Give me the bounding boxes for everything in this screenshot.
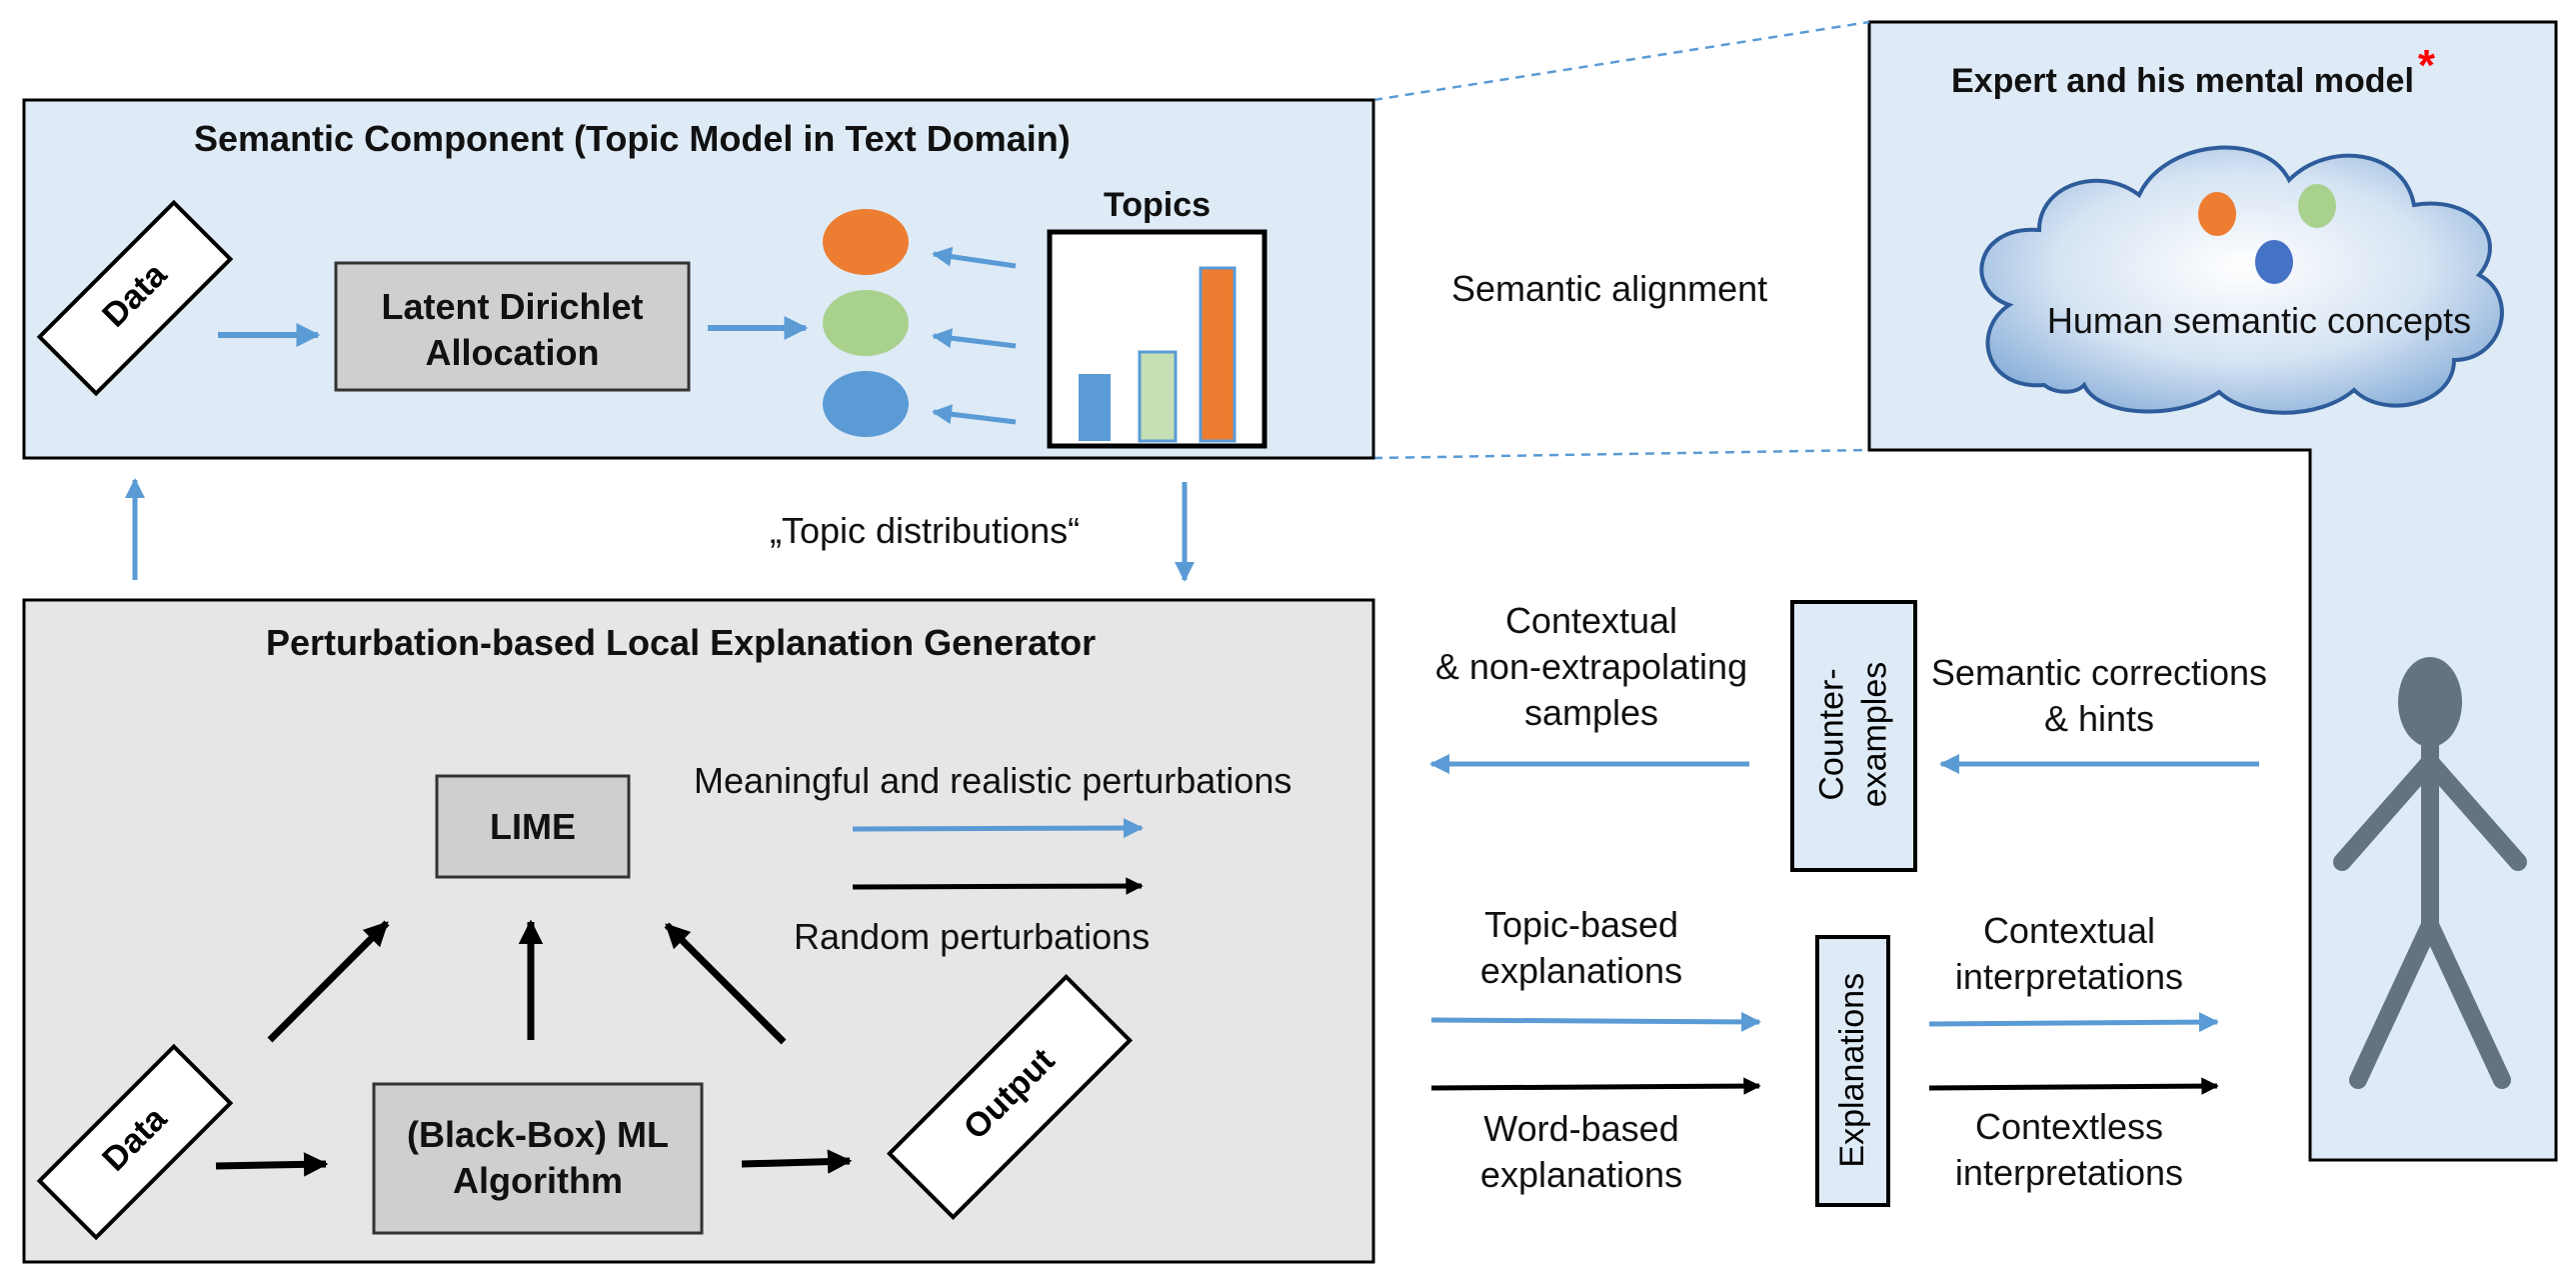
meaningful-perturbations-label: Meaningful and realistic perturbations <box>694 760 1292 801</box>
counter-examples-line1: Counter- <box>1812 668 1851 801</box>
expert-asterisk: * <box>2417 41 2436 90</box>
word-based-line2: explanations <box>1479 1154 1683 1196</box>
contextual-samples-line3: samples <box>1523 692 1659 734</box>
stick-figure <box>2333 657 2527 1089</box>
topic-distributions-label: „Topic distributions“ <box>770 510 1081 551</box>
contextless-interp-line1: Contextless <box>1974 1106 2164 1147</box>
arrow-contextless-interpretations <box>1928 1077 2219 1095</box>
lda-label-line1: Latent Dirichlet <box>381 286 644 327</box>
arrow-ml-to-output <box>741 1149 853 1174</box>
arrow-topics-to-green <box>932 328 1017 349</box>
semantic-corrections-line1: Semantic corrections <box>1930 652 2268 693</box>
legend-meaningful-arrow <box>852 818 1144 839</box>
lime-label: LIME <box>490 806 576 847</box>
ml-label-line2: Algorithm <box>453 1160 623 1202</box>
arrow-data-to-lime <box>267 920 390 1043</box>
zoom-line-bottom <box>1372 448 1870 460</box>
topics-bar-orange <box>1199 266 1237 443</box>
contextual-interp-line2: interpretations <box>1954 956 2184 998</box>
semantic-corrections-line2: & hints <box>2043 698 2155 740</box>
lda-label-line2: Allocation <box>425 332 600 374</box>
cloud-label: Human semantic concepts <box>2046 300 2472 341</box>
lda-box <box>334 261 691 392</box>
arrow-word-explanations <box>1430 1077 1761 1095</box>
ml-label-line1: (Black-Box) ML <box>406 1114 670 1155</box>
lime-box <box>435 774 631 879</box>
arrow-topics-to-blue <box>932 404 1017 425</box>
arrow-topic-explanations <box>1430 1011 1761 1032</box>
semantic-corrections-label: Semantic corrections & hints <box>1919 650 2279 742</box>
generator-title: Perturbation-based Local Explanation Gen… <box>266 622 1097 663</box>
counter-examples-box <box>1790 600 1917 872</box>
contextless-interp-line2: interpretations <box>1954 1152 2184 1194</box>
arrow-contextual-interpretations <box>1928 1012 2219 1033</box>
cloud-shape <box>1979 145 2504 415</box>
topic-based-line2: explanations <box>1479 950 1683 992</box>
topic-based-line1: Topic-based <box>1483 904 1679 945</box>
topics-bar-blue <box>1079 374 1111 441</box>
concept-ellipse-orange <box>2198 192 2236 236</box>
expert-title-text: Expert and his mental model <box>1951 62 2414 100</box>
counter-examples-line2: examples <box>1855 661 1893 808</box>
topic-ellipse-green <box>823 290 909 356</box>
topic-ellipse-orange <box>823 209 909 275</box>
generator-data-box <box>36 1043 234 1241</box>
contextual-interpretations-label: Contextual interpretations <box>1919 908 2219 1000</box>
word-based-line1: Word-based <box>1483 1108 1679 1149</box>
arrow-output-to-lime <box>664 922 787 1045</box>
semantic-alignment-label: Semantic alignment <box>1451 268 1768 309</box>
contextual-samples-line2: & non-extrapolating <box>1434 646 1748 688</box>
zoom-line-top <box>1372 20 1870 102</box>
topics-title: Topics <box>1103 186 1212 224</box>
output-box <box>886 973 1134 1221</box>
semantic-data-box <box>36 199 234 397</box>
concept-ellipse-green <box>2298 184 2336 228</box>
counter-examples-label: Counter- examples <box>1811 585 1896 885</box>
explanations-box <box>1815 935 1890 1207</box>
concept-ellipse-blue <box>2255 240 2293 284</box>
contextless-interpretations-label: Contextless interpretations <box>1919 1104 2219 1196</box>
ml-box <box>372 1082 704 1235</box>
ml-label: (Black-Box) ML Algorithm <box>374 1112 702 1204</box>
random-perturbations-label: Random perturbations <box>794 916 1151 957</box>
explanations-label: Explanations <box>1832 972 1871 1168</box>
topic-based-explanations-label: Topic-based explanations <box>1431 902 1731 994</box>
lda-label: Latent Dirichlet Allocation <box>336 284 689 376</box>
arrow-data-to-ml <box>215 1152 329 1177</box>
contextual-samples-line1: Contextual <box>1504 600 1678 641</box>
topics-bar-green <box>1138 350 1178 443</box>
arrow-topics-to-orange <box>932 246 1017 269</box>
expert-title: Expert and his mental model* <box>1951 41 2435 106</box>
word-based-explanations-label: Word-based explanations <box>1431 1106 1731 1198</box>
topic-ellipse-blue <box>823 371 909 437</box>
legend-random-arrow <box>852 877 1144 895</box>
semantic-component-title: Semantic Component (Topic Model in Text … <box>194 118 1071 159</box>
contextual-samples-label: Contextual & non-extrapolating samples <box>1431 598 1751 736</box>
contextual-interp-line1: Contextual <box>1982 910 2156 951</box>
